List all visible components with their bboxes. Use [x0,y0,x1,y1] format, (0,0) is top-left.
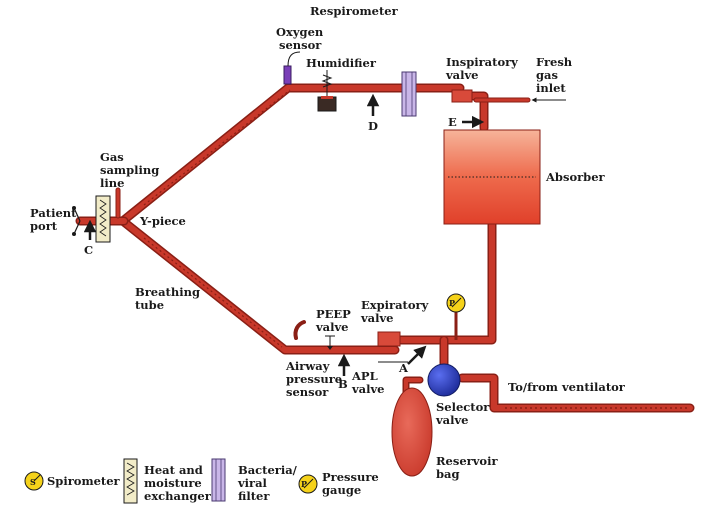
svg-text:Bacteria/ viral: Bacteria/ viral filter [237,463,301,503]
label-inspiratory-valve: Inspiratory valve [445,55,522,82]
airway-pressure-sensor-shape [293,320,306,340]
hme-shape [95,195,111,243]
svg-text:Heat and moisture: Heat and moisture exchanger [144,463,212,503]
inline-filter-shape [401,71,417,117]
legend-spirometer: S Spirometer [24,471,121,491]
marker-c: C [83,219,97,257]
label-selector-valve: Selector valve [435,400,493,427]
inspiratory-valve-shape [451,89,473,103]
label-expiratory-valve: Expiratory valve [360,298,432,325]
ventilator-tube [457,373,695,413]
peep-valve-shape [325,335,335,350]
label-to-from-ventilator: To/from ventilator [508,380,626,394]
absorber-to-selector-tube [391,217,497,345]
svg-text:P: P [301,479,307,489]
label-reservoir-bag: Reservoir bag [436,454,502,481]
label-airway-pressure-sensor: Airway pressure sensor [285,359,346,399]
svg-text:A: A [398,361,409,375]
pressure-gauge-shape: P [446,293,466,340]
absorber-shape [443,129,541,225]
legend-pressure-gauge: P Pressure gauge [298,470,383,497]
label-patient-port: Patient port [30,206,80,233]
label-absorber: Absorber [545,170,606,184]
marker-e: E [448,115,485,129]
label-y-piece: Y-piece [139,214,186,228]
filter-icon [211,458,226,502]
marker-d: D [366,93,380,133]
reservoir-bag-shape [391,387,433,477]
lower-breathing-tube [119,217,400,355]
label-gas-sampling-line: Gas sampling line [100,150,163,190]
oxygen-sensor-shape [283,65,292,85]
svg-text:Spirometer: Spirometer [47,474,121,488]
legend: S Spirometer Heat and moisture exchanger… [24,458,383,504]
humidifier-shape [317,70,337,112]
label-peep-valve: PEEP valve [315,307,355,334]
diagram-title: Respirometer [310,4,399,18]
label-apl-valve: APL valve [351,369,385,396]
label-oxygen-sensor: Oxygen sensor [276,25,327,52]
label-humidifier: Humidifier [306,56,377,70]
selector-valve-shape [427,363,461,397]
marker-b: B [337,353,351,391]
patient-port-shape [72,206,81,236]
svg-text:E: E [448,115,457,129]
expiratory-valve-shape [377,331,401,347]
label-breathing-tube: Breathing tube [135,285,204,312]
label-fresh-gas-inlet: Fresh gas inlet [536,55,576,95]
svg-text:S: S [30,477,36,487]
legend-filter: Bacteria/ viral filter [211,458,301,503]
oxygen-sensor-leader [287,51,301,67]
reservoir-neck-tube [402,376,424,396]
marker-a: A [398,345,427,375]
svg-text:Pressure gauge: Pressure gauge [322,470,383,497]
svg-text:C: C [84,243,93,257]
svg-text:B: B [338,377,348,391]
svg-text:P: P [449,298,455,308]
svg-text:D: D [368,119,378,133]
legend-hme: Heat and moisture exchanger [123,458,212,504]
